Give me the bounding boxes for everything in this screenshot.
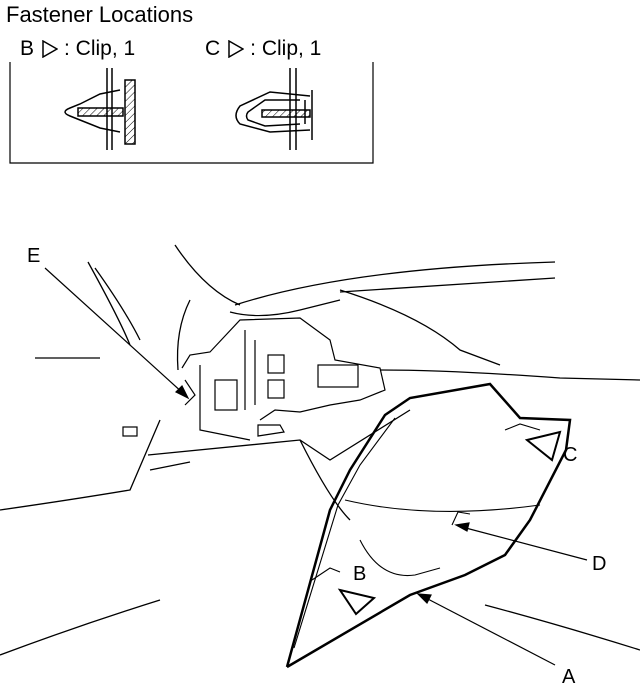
fastener-c-key: C — [205, 37, 221, 60]
vehicle-body-lines — [0, 244, 640, 656]
fastener-b-desc: : Clip, 1 — [64, 37, 136, 60]
clip-marker-b — [337, 588, 377, 616]
diagram-title: Fastener Locations — [6, 2, 194, 27]
clip-c-section — [235, 68, 313, 150]
triangle-marker-icon — [228, 40, 245, 58]
fastener-c-desc: : Clip, 1 — [250, 37, 322, 60]
callout-e: E — [27, 245, 41, 267]
legend-box — [9, 62, 374, 164]
callout-b: B — [353, 563, 367, 585]
clip-b-section — [64, 68, 136, 150]
panel-a-inner — [293, 417, 541, 649]
callout-c: C — [563, 444, 578, 466]
fastener-legend-c: C : Clip, 1 — [205, 36, 321, 62]
fastener-legend-b: B : Clip, 1 — [20, 36, 135, 62]
leader-lines — [44, 267, 588, 666]
panel-a-outline — [285, 382, 572, 669]
interior-mechanism — [122, 299, 386, 441]
triangle-marker-icon — [42, 40, 59, 58]
fastener-b-key: B — [20, 37, 35, 60]
callout-d: D — [592, 553, 607, 575]
clip-marker-c — [524, 430, 562, 462]
callout-a: A — [562, 666, 576, 688]
